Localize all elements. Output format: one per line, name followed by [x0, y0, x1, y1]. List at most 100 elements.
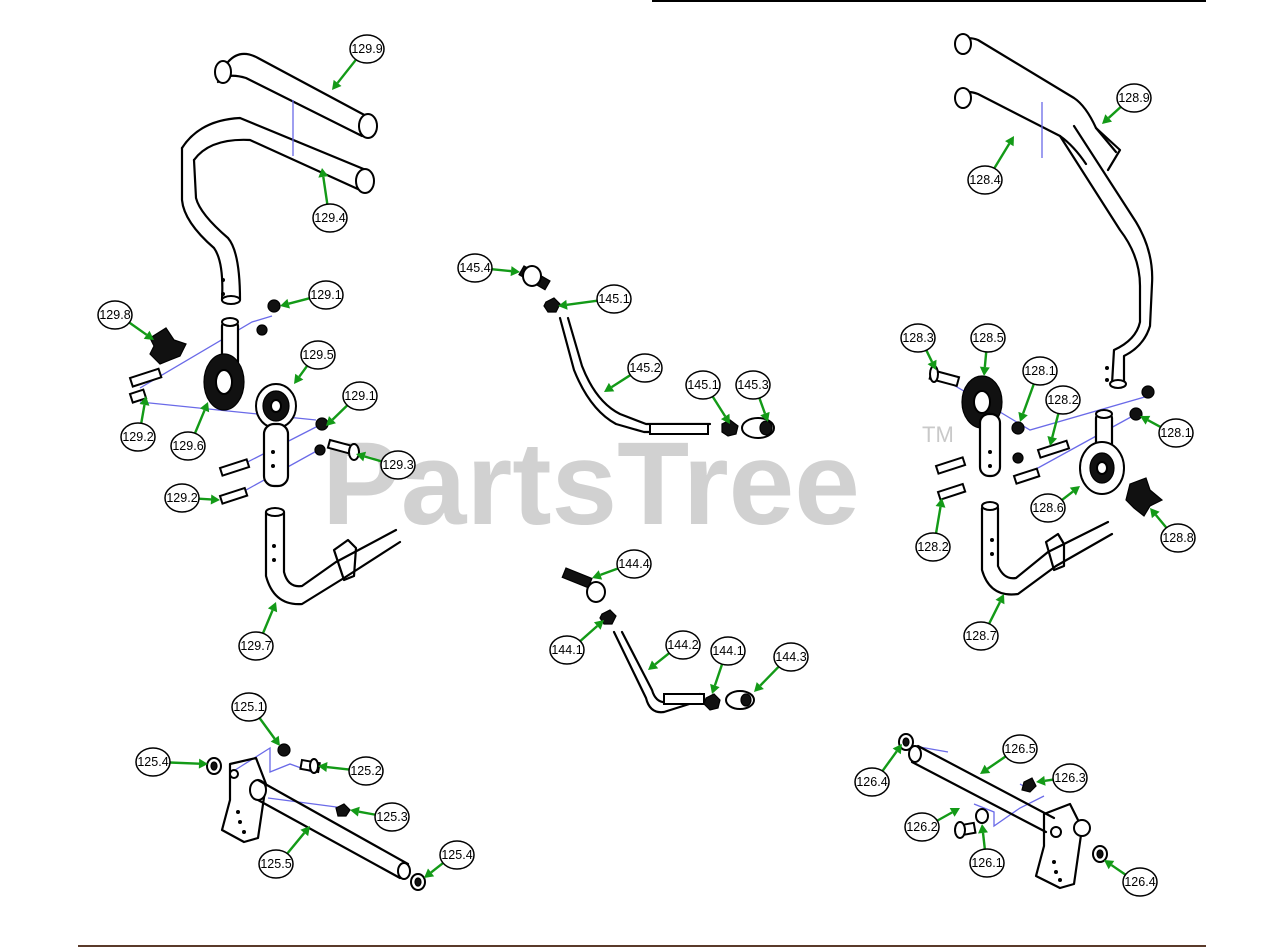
callout-c-144-2[interactable]: 144.2 [665, 630, 701, 660]
callout-c-128-2b[interactable]: 128.2 [915, 532, 951, 562]
leader-line-c-145-1a [566, 299, 598, 306]
callout-bubble [963, 621, 999, 651]
callout-c-129-4[interactable]: 129.4 [312, 203, 348, 233]
arrowhead-c-144-1b [710, 683, 720, 694]
leader-line-c-125-2 [326, 765, 350, 771]
callout-c-128-7[interactable]: 128.7 [963, 621, 999, 651]
arrowhead-c-129-3 [356, 451, 367, 462]
callout-bubble [710, 636, 746, 666]
callout-bubble [348, 756, 384, 786]
callout-c-128-2a[interactable]: 128.2 [1045, 385, 1081, 415]
callout-c-145-2[interactable]: 145.2 [627, 353, 663, 383]
callout-c-129-8[interactable]: 129.8 [97, 300, 133, 330]
callout-c-126-2[interactable]: 126.2 [904, 812, 940, 842]
arrowhead-c-144-4 [592, 570, 603, 580]
arrowhead-c-128-9 [1102, 114, 1113, 124]
arrowhead-c-128-3 [927, 359, 937, 370]
callout-c-128-1a[interactable]: 128.1 [1022, 356, 1058, 386]
callout-label: 126.1 [971, 856, 1002, 870]
callout-label: 128.6 [1032, 501, 1063, 515]
callout-label: 129.1 [310, 288, 341, 302]
callout-c-128-6[interactable]: 128.6 [1030, 493, 1066, 523]
callout-c-126-4a[interactable]: 126.4 [854, 767, 890, 797]
callout-c-129-2b[interactable]: 129.2 [164, 483, 200, 513]
callout-c-126-5[interactable]: 126.5 [1002, 734, 1038, 764]
arrowhead-c-126-1 [978, 824, 988, 834]
callout-bubble [120, 422, 156, 452]
callout-c-144-1b[interactable]: 144.1 [710, 636, 746, 666]
callout-c-125-4a[interactable]: 125.4 [135, 747, 171, 777]
leader-line-c-129-6 [193, 409, 206, 434]
callout-c-129-6[interactable]: 129.6 [170, 431, 206, 461]
callout-c-145-3[interactable]: 145.3 [735, 370, 771, 400]
leader-line-c-128-1a [1021, 383, 1036, 414]
leader-line-c-128-2b [934, 506, 942, 534]
arrowhead-c-126-5 [980, 764, 991, 774]
callout-c-125-2[interactable]: 125.2 [348, 756, 384, 786]
callout-c-129-3[interactable]: 129.3 [380, 450, 416, 480]
leader-line-c-126-4a [881, 750, 898, 772]
callout-c-126-1[interactable]: 126.1 [969, 848, 1005, 878]
callout-label: 144.1 [712, 644, 743, 658]
callout-bubble [900, 323, 936, 353]
callout-label: 129.5 [302, 348, 333, 362]
callout-c-145-1a[interactable]: 145.1 [596, 284, 632, 314]
callout-c-126-4b[interactable]: 126.4 [1122, 867, 1158, 897]
callout-c-125-3[interactable]: 125.3 [374, 802, 410, 832]
callout-label: 129.3 [382, 458, 413, 472]
callout-c-128-8[interactable]: 128.8 [1160, 523, 1196, 553]
callout-c-129-9[interactable]: 129.9 [349, 34, 385, 64]
leader-line-c-126-5 [986, 755, 1007, 770]
callout-bubble [1116, 83, 1152, 113]
callout-c-144-4[interactable]: 144.4 [616, 549, 652, 579]
arrowhead-c-129-9 [332, 79, 342, 90]
leader-line-c-128-6 [1060, 490, 1074, 502]
arrowhead-c-129-5 [294, 373, 304, 384]
callout-c-128-9[interactable]: 128.9 [1116, 83, 1152, 113]
callout-label: 128.8 [1162, 531, 1193, 545]
callout-bubble [312, 203, 348, 233]
arrowhead-c-128-2a [1047, 436, 1058, 446]
callout-label: 125.4 [137, 755, 168, 769]
arrowhead-c-145-3 [760, 411, 770, 422]
callout-c-129-7[interactable]: 129.7 [238, 631, 274, 661]
callout-c-128-3[interactable]: 128.3 [900, 323, 936, 353]
arrowhead-c-128-8 [1150, 508, 1160, 519]
leader-line-c-128-9 [1107, 105, 1122, 119]
callout-label: 129.1 [344, 389, 375, 403]
callout-c-144-1a[interactable]: 144.1 [549, 635, 585, 665]
leader-line-c-126-1 [981, 832, 987, 850]
callout-bubble [735, 370, 771, 400]
leader-line-c-128-4 [993, 143, 1011, 170]
arrowhead-c-129-6 [199, 402, 210, 413]
arrowhead-c-125-2 [318, 762, 328, 772]
callout-c-128-1b[interactable]: 128.1 [1158, 418, 1194, 448]
callout-bubble [596, 284, 632, 314]
arrowhead-c-145-1b [720, 413, 730, 424]
callout-c-125-4b[interactable]: 125.4 [439, 840, 475, 870]
callout-c-129-1b[interactable]: 129.1 [342, 381, 378, 411]
callout-c-145-4[interactable]: 145.4 [457, 253, 493, 283]
callout-c-126-3[interactable]: 126.3 [1052, 763, 1088, 793]
callout-label: 129.6 [172, 439, 203, 453]
leader-line-c-145-1b [711, 395, 727, 418]
callout-bubble [380, 450, 416, 480]
callout-c-129-1a[interactable]: 129.1 [308, 280, 344, 310]
arrowhead-c-128-6 [1069, 486, 1080, 496]
callout-c-144-3[interactable]: 144.3 [773, 642, 809, 672]
callout-c-129-5[interactable]: 129.5 [300, 340, 336, 370]
leader-line-c-129-4 [322, 176, 329, 205]
arrowhead-c-125-5 [300, 826, 310, 837]
callout-c-145-1b[interactable]: 145.1 [685, 370, 721, 400]
callout-c-128-4[interactable]: 128.4 [967, 165, 1003, 195]
callout-c-128-5[interactable]: 128.5 [970, 323, 1006, 353]
arrowhead-c-128-4 [1005, 136, 1014, 147]
callout-c-125-5[interactable]: 125.5 [258, 849, 294, 879]
callout-c-129-2a[interactable]: 129.2 [120, 422, 156, 452]
lower-control-rod-assembly [561, 567, 755, 714]
arrowhead-c-128-5 [979, 366, 990, 376]
callout-bubble [1022, 356, 1058, 386]
callout-c-125-1[interactable]: 125.1 [231, 692, 267, 722]
arrowhead-c-144-1a [593, 620, 604, 630]
